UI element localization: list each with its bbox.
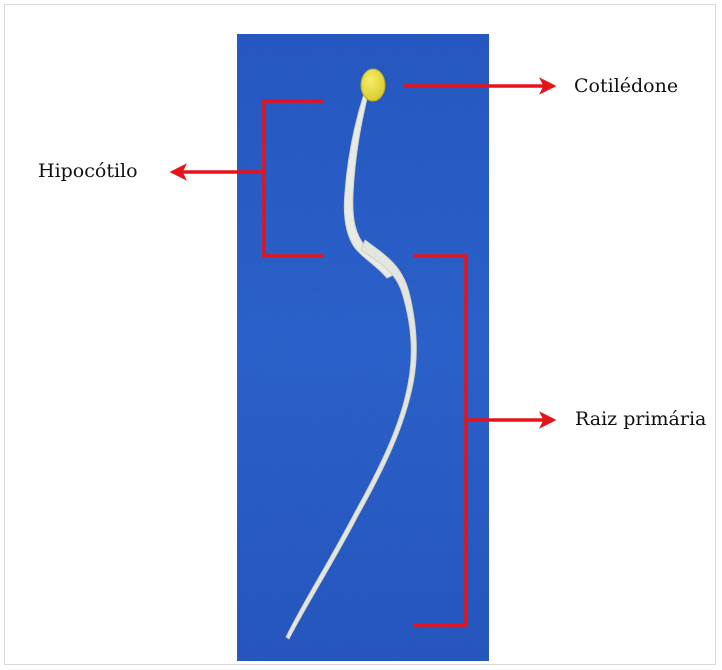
primary-root-label: Raiz primária xyxy=(575,410,706,429)
seedling-cotyledon xyxy=(361,69,385,101)
hypocotyl-label: Hipocótilo xyxy=(38,162,138,181)
cotyledon-label: Cotilédone xyxy=(574,77,678,96)
seedling-photo xyxy=(237,34,489,661)
blue-fabric-background xyxy=(237,34,489,661)
